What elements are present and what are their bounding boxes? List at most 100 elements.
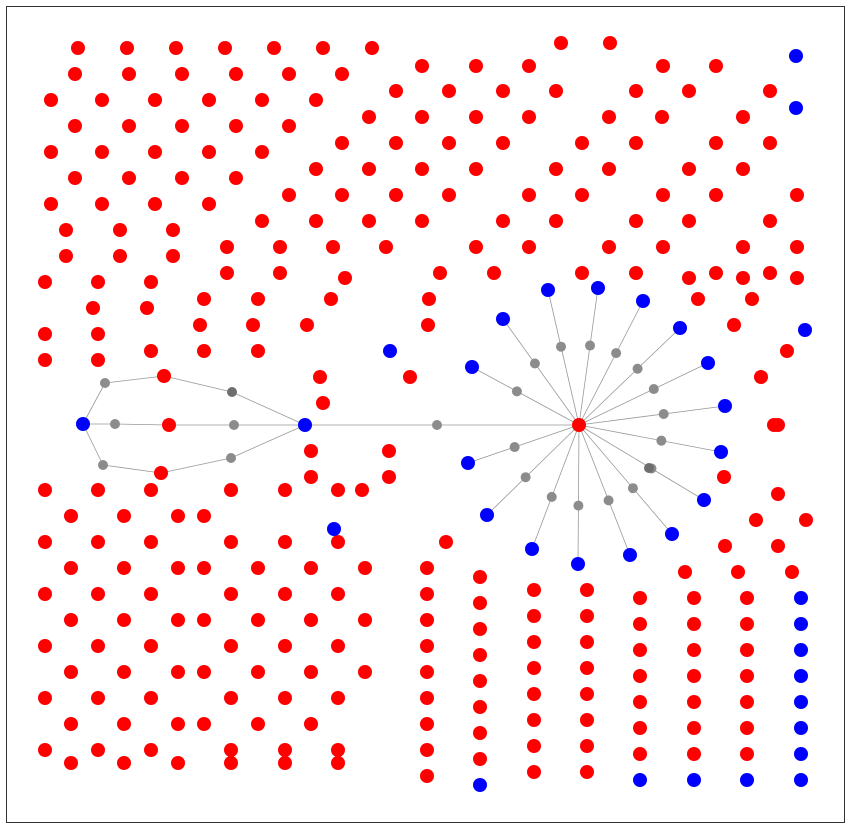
red-node <box>64 561 78 575</box>
red-node <box>433 266 447 280</box>
red-node <box>527 635 541 649</box>
red-node <box>473 596 487 610</box>
graph-edge <box>578 424 722 453</box>
red-node <box>338 271 352 285</box>
red-node <box>44 93 58 107</box>
blue-node <box>298 418 312 432</box>
red-node <box>687 643 701 657</box>
red-node <box>282 188 296 202</box>
graph-edge <box>114 423 170 426</box>
red-node <box>420 743 434 757</box>
graph-edge <box>163 375 233 393</box>
red-node <box>171 756 185 770</box>
red-node <box>251 292 265 306</box>
red-node <box>602 162 616 176</box>
red-node <box>522 110 536 124</box>
red-node <box>224 587 238 601</box>
red-node <box>709 59 723 73</box>
red-node <box>415 110 429 124</box>
red-node <box>64 756 78 770</box>
red-node <box>64 665 78 679</box>
blue-node <box>473 778 487 792</box>
red-node <box>144 639 158 653</box>
red-node <box>473 752 487 766</box>
red-node <box>251 717 265 731</box>
red-node <box>365 41 379 55</box>
red-node <box>38 275 52 289</box>
edge-joint <box>229 420 239 430</box>
red-node <box>175 171 189 185</box>
red-node <box>763 136 777 150</box>
red-node <box>278 587 292 601</box>
red-node <box>487 266 501 280</box>
red-node <box>278 639 292 653</box>
red-node <box>389 84 403 98</box>
edge-joint <box>627 483 638 494</box>
red-node <box>171 561 185 575</box>
red-node <box>421 318 435 332</box>
graph-edge <box>502 318 580 426</box>
red-node <box>117 665 131 679</box>
red-node <box>656 188 670 202</box>
red-node <box>362 162 376 176</box>
blue-node <box>798 323 812 337</box>
red-node <box>278 743 292 757</box>
red-node <box>224 639 238 653</box>
red-node <box>736 110 750 124</box>
red-node <box>740 721 754 735</box>
red-node <box>86 301 100 315</box>
red-node <box>38 535 52 549</box>
red-node <box>224 483 238 497</box>
red-node <box>68 119 82 133</box>
blue-node <box>541 283 555 297</box>
red-node <box>171 509 185 523</box>
blue-node <box>591 281 605 295</box>
red-node <box>709 188 723 202</box>
red-node <box>193 318 207 332</box>
blue-node <box>327 522 341 536</box>
red-node <box>687 747 701 761</box>
graph-edge <box>486 424 580 516</box>
red-node <box>220 266 234 280</box>
red-node <box>166 249 180 263</box>
red-node <box>202 145 216 159</box>
red-node <box>117 756 131 770</box>
red-node <box>580 687 594 701</box>
red-node <box>171 613 185 627</box>
red-node <box>122 119 136 133</box>
red-node <box>64 717 78 731</box>
blue-node <box>76 417 90 431</box>
red-node <box>197 344 211 358</box>
blue-node <box>714 445 728 459</box>
red-node <box>175 119 189 133</box>
red-node <box>304 444 318 458</box>
red-node <box>224 743 238 757</box>
red-node <box>522 188 536 202</box>
red-node <box>522 240 536 254</box>
red-node <box>473 648 487 662</box>
red-node <box>527 583 541 597</box>
red-node <box>442 188 456 202</box>
red-node <box>304 613 318 627</box>
red-node <box>171 717 185 731</box>
red-node <box>117 717 131 731</box>
blue-node <box>687 773 701 787</box>
red-node <box>682 271 696 285</box>
red-node <box>780 344 794 358</box>
red-node <box>656 240 670 254</box>
red-node <box>580 765 594 779</box>
red-node <box>113 223 127 237</box>
red-node <box>91 275 105 289</box>
red-node <box>473 622 487 636</box>
red-node <box>197 717 211 731</box>
red-node <box>335 67 349 81</box>
red-node <box>313 370 327 384</box>
red-node <box>95 145 109 159</box>
red-node <box>771 487 785 501</box>
red-node <box>763 214 777 228</box>
edge-joint <box>644 463 654 473</box>
red-node <box>117 509 131 523</box>
red-node <box>717 470 731 484</box>
edge-joint <box>632 363 643 374</box>
